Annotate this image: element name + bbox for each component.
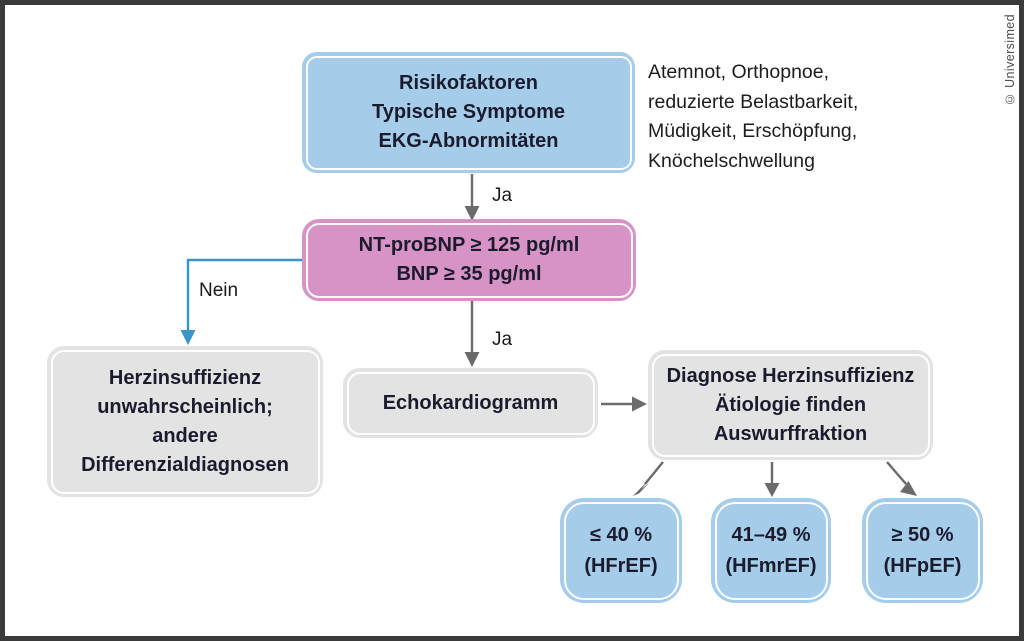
diagnosis-line-1: Diagnose Herzinsuffizienz [666,364,915,387]
risk-factors-line-3: EKG-Abnormitäten [378,130,559,152]
echocardiogram-label: Echokardiogramm [382,391,559,414]
arrow-to-hfmref-icon [764,462,780,497]
arrow-nein-icon [180,258,302,345]
hfmref-value: 41–49 % [731,523,811,546]
arrow-echo-to-diagnosis-icon [601,396,647,412]
symptom-note-line-4: Knöchelschwellung [648,149,815,172]
symptom-note: Atemnot, Orthopnoe, reduzierte Belastbar… [648,58,898,176]
edge-label-ja-mid: Ja [492,329,513,350]
risk-factors-line-1: Risikofaktoren [399,72,538,94]
hfpef-box: ≥ 50 % (HFpEF) [862,498,983,603]
symptom-note-line-3: Müdigkeit, Erschöpfung, [648,120,858,142]
hfref-box: ≤ 40 % (HFrEF) [560,498,682,603]
symptom-note-line-1: Atemnot, Orthopnoe, [648,61,830,83]
hf-unlikely-line-1: Herzinsuffizienz [108,366,262,389]
risk-factors-line-2: Typische Symptome [371,101,566,123]
edge-label-nein: Nein [199,280,239,301]
diagnosis-line-3: Auswurffraktion [713,422,868,445]
hf-unlikely-line-4: Differenzialdiagnosen [81,453,289,476]
bnp-threshold-box: NT-proBNP ≥ 125 pg/ml BNP ≥ 35 pg/ml [302,219,636,301]
bnp-line-1: NT-proBNP ≥ 125 pg/ml [358,234,580,256]
arrow-ja-mid-icon [464,301,480,367]
arrow-to-hfref-icon [633,461,664,496]
hf-unlikely-line-2: unwahrscheinlich; [97,395,273,418]
hf-unlikely-box: Herzinsuffizienz unwahrscheinlich; ander… [47,346,323,497]
arrow-ja-top-icon [464,174,480,221]
risk-factors-box: Risikofaktoren Typische Symptome EKG-Abn… [302,52,635,173]
diagnosis-box: Diagnose Herzinsuffizienz Ätiologie find… [648,350,933,460]
hfref-label: (HFrEF) [584,554,658,577]
hfpef-value: ≥ 50 % [891,523,954,546]
hf-unlikely-line-3: andere [152,424,218,447]
symptom-note-line-2: reduzierte Belastbarkeit, [648,90,859,113]
arrow-to-hfpef-icon [886,461,917,496]
copyright-credit: © Universimed [1003,14,1017,107]
echocardiogram-box: Echokardiogramm [343,368,598,438]
hfmref-box: 41–49 % (HFmrEF) [711,498,831,603]
hfref-value: ≤ 40 % [589,523,653,546]
hfmref-label: (HFmrEF) [725,554,817,577]
bnp-line-2: BNP ≥ 35 pg/ml [396,263,542,285]
edge-label-ja-top: Ja [492,185,513,206]
diagnosis-line-2: Ätiologie finden [714,393,867,416]
hfpef-label: (HFpEF) [883,554,962,577]
